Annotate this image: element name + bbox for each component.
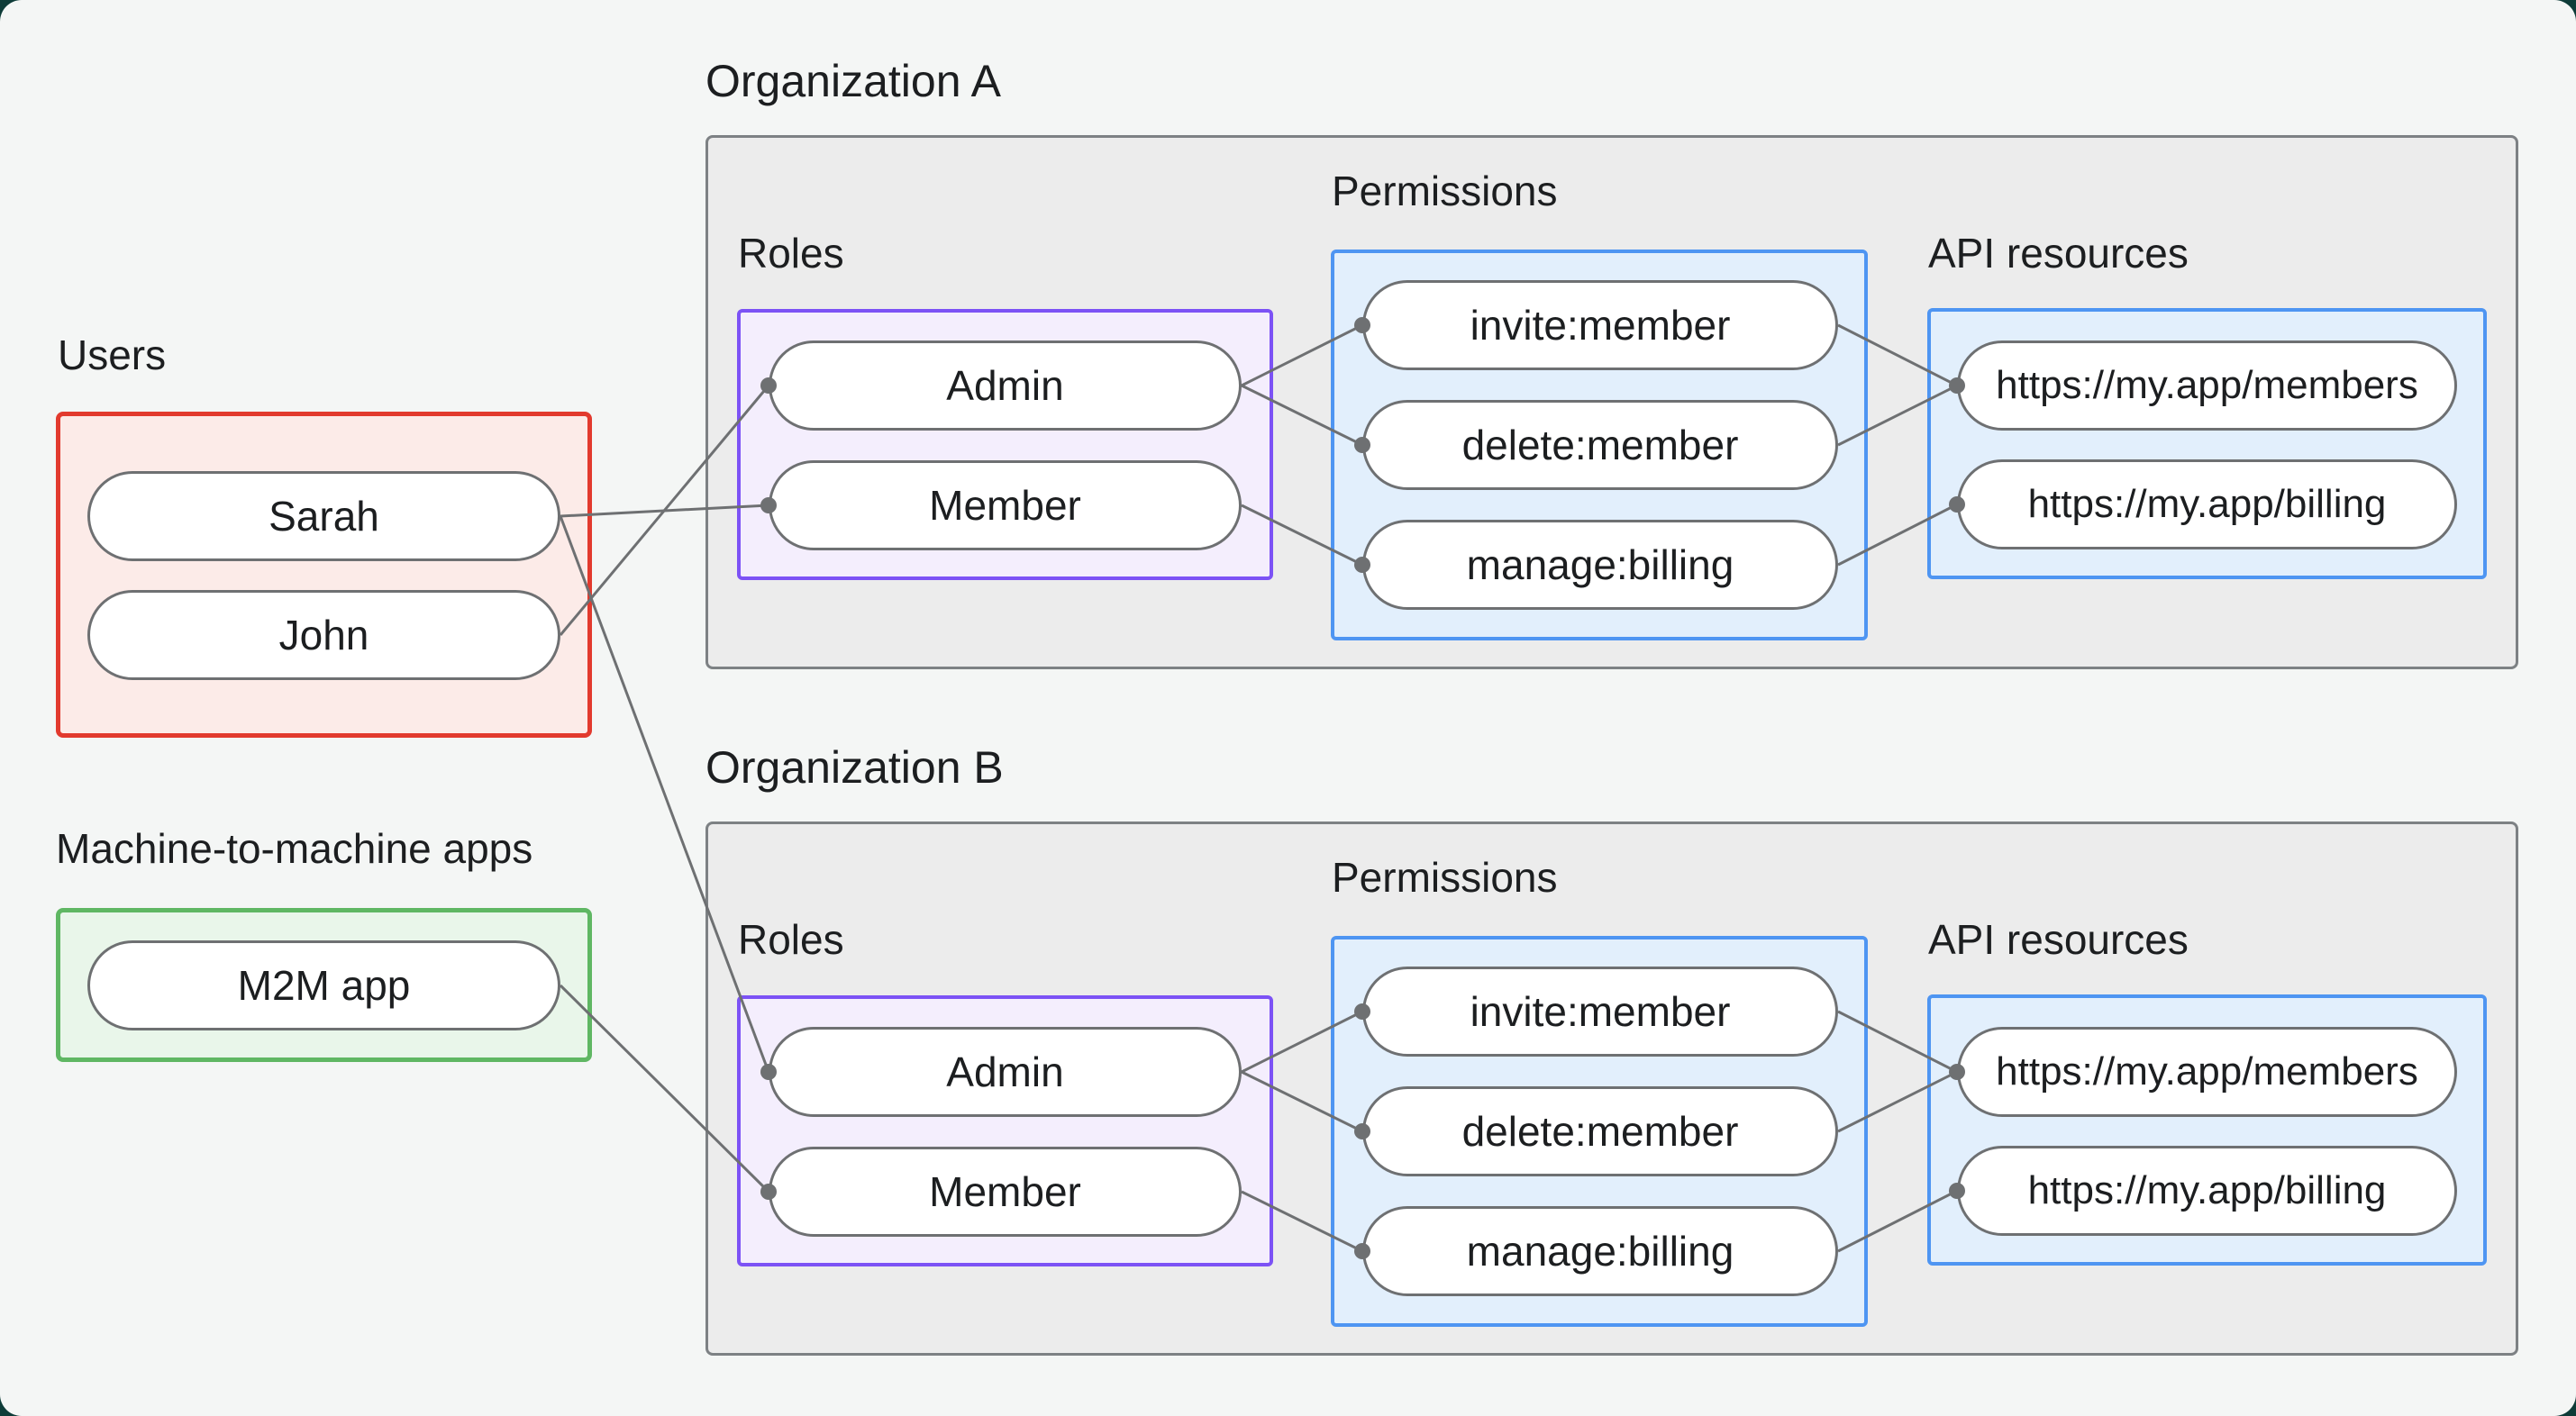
org-a-title: Organization A xyxy=(705,56,1001,106)
node-org-b-role-admin: Admin xyxy=(769,1027,1242,1117)
org-b-title: Organization B xyxy=(705,742,1004,793)
org-b-permissions-label: Permissions xyxy=(1332,854,1558,901)
node-org-b-api-members: https://my.app/members xyxy=(1957,1027,2457,1117)
org-a-permissions-label: Permissions xyxy=(1332,168,1558,214)
node-org-b-permission-invite-member: invite:member xyxy=(1362,967,1838,1057)
node-label: Member xyxy=(929,1168,1081,1215)
node-label: manage:billing xyxy=(1466,1228,1734,1275)
node-label: delete:member xyxy=(1461,422,1739,468)
org-a-roles-label: Roles xyxy=(738,230,844,277)
node-org-b-permission-delete-member: delete:member xyxy=(1362,1086,1838,1176)
node-label: https://my.app/members xyxy=(1996,363,2418,407)
node-user-john: John xyxy=(87,590,560,680)
m2m-apps-label: Machine-to-machine apps xyxy=(56,825,533,872)
org-a-api-resources-label: API resources xyxy=(1928,230,2189,277)
node-label: M2M app xyxy=(237,962,411,1009)
node-org-a-permission-manage-billing: manage:billing xyxy=(1362,520,1838,610)
node-label: invite:member xyxy=(1470,988,1731,1035)
users-box xyxy=(56,412,592,738)
node-org-a-permission-delete-member: delete:member xyxy=(1362,400,1838,490)
node-label: John xyxy=(278,612,369,658)
users-label: Users xyxy=(58,331,167,378)
node-label: invite:member xyxy=(1470,302,1731,349)
node-org-a-api-members: https://my.app/members xyxy=(1957,340,2457,431)
node-user-sarah: Sarah xyxy=(87,471,560,561)
node-label: Sarah xyxy=(269,493,379,540)
org-b-roles-label: Roles xyxy=(738,916,844,963)
node-org-a-api-billing: https://my.app/billing xyxy=(1957,459,2457,549)
node-label: https://my.app/billing xyxy=(2027,482,2387,526)
node-org-a-role-member: Member xyxy=(769,460,1242,550)
node-label: Admin xyxy=(946,362,1064,409)
org-b-api-resources-label: API resources xyxy=(1928,916,2189,963)
node-label: Member xyxy=(929,482,1081,529)
node-label: manage:billing xyxy=(1466,541,1734,588)
node-label: https://my.app/billing xyxy=(2027,1168,2387,1212)
node-org-b-role-member: Member xyxy=(769,1147,1242,1237)
node-label: delete:member xyxy=(1461,1108,1739,1155)
node-org-b-api-billing: https://my.app/billing xyxy=(1957,1146,2457,1236)
node-label: https://my.app/members xyxy=(1996,1049,2418,1094)
node-org-b-permission-manage-billing: manage:billing xyxy=(1362,1206,1838,1296)
node-org-a-role-admin: Admin xyxy=(769,340,1242,431)
node-m2m-app: M2M app xyxy=(87,940,560,1030)
node-label: Admin xyxy=(946,1048,1064,1095)
node-org-a-permission-invite-member: invite:member xyxy=(1362,280,1838,370)
